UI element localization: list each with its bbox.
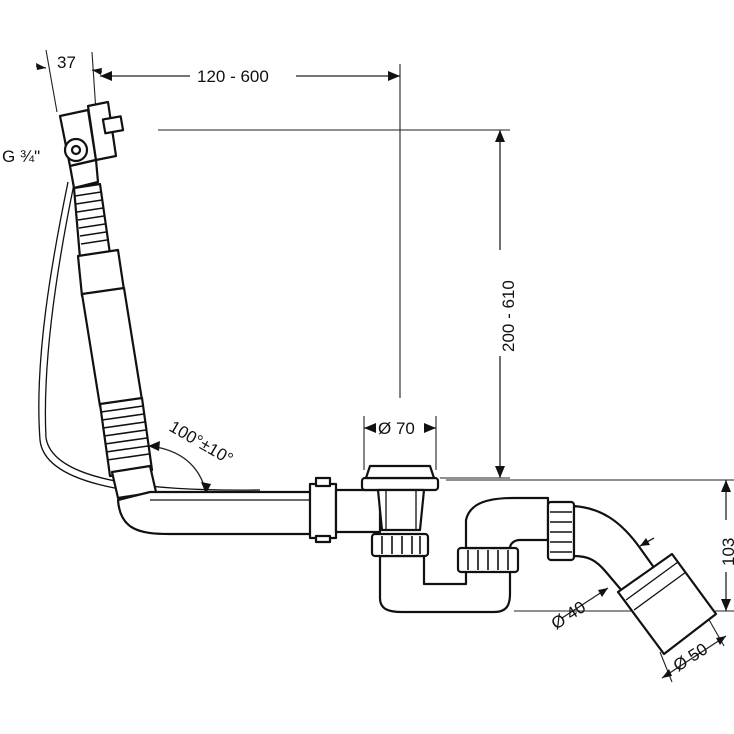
thread-label: G ¾" — [2, 147, 40, 166]
dimension-200-610-label: 200 - 610 — [499, 280, 518, 352]
outlet-elbow — [464, 496, 576, 562]
dimension-dia-70: Ø 70 — [363, 416, 437, 470]
dimension-120-600: 120 - 600 — [100, 64, 401, 398]
drain-body — [360, 464, 440, 532]
dia-70-label: Ø 70 — [378, 419, 415, 438]
overflow-valve-head — [58, 100, 125, 190]
dimension-37: 37 — [35, 49, 103, 113]
dimension-thread: G ¾" — [2, 147, 40, 166]
overflow-pipe — [76, 248, 144, 408]
upper-corrugated-hose — [72, 182, 112, 260]
dimension-103-label: 103 — [719, 538, 734, 566]
angle-label: 100°±10° — [166, 417, 236, 469]
outlet-pipe — [572, 504, 718, 656]
dimension-103: 103 — [446, 479, 734, 612]
horizontal-pipe — [116, 490, 322, 536]
dimension-200-610: 200 - 610 — [158, 129, 518, 479]
dimension-37-label: 37 — [57, 53, 76, 72]
lower-corrugated-hose — [98, 396, 158, 500]
dimension-angle: 100°±10° — [148, 417, 236, 494]
siphon-trap — [370, 532, 520, 614]
dimension-120-600-label: 120 - 600 — [197, 67, 269, 86]
t-connector — [308, 476, 382, 544]
dia-40-label: Ø 40 — [548, 597, 589, 633]
